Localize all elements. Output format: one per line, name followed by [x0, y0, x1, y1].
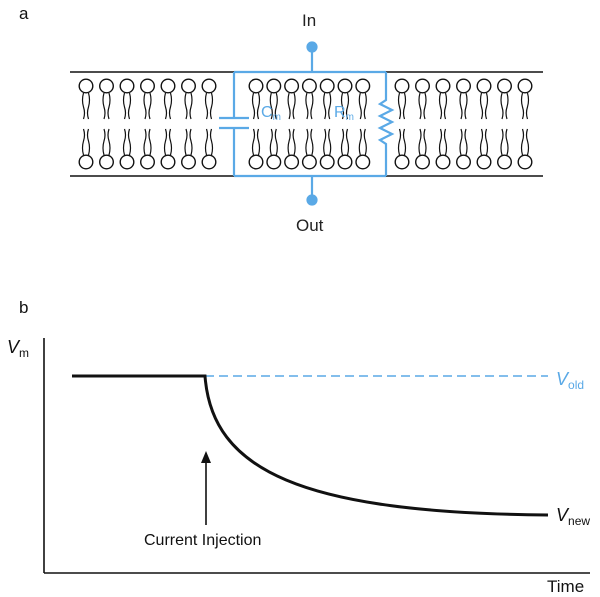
in-terminal	[306, 41, 318, 53]
lipid-molecule	[497, 128, 513, 170]
lipid-molecule	[201, 128, 217, 170]
lipid-molecule	[415, 78, 431, 120]
lipid-molecule	[78, 78, 94, 120]
lipid-molecule	[266, 78, 282, 120]
injection-arrowhead	[201, 451, 211, 463]
lipid-molecule	[301, 78, 317, 120]
lipid-molecule	[266, 128, 282, 170]
v-old-subscript: old	[568, 378, 585, 392]
lipid-molecule	[319, 128, 335, 170]
lipid-molecule	[517, 78, 533, 120]
lipid-molecule	[415, 128, 431, 170]
lipid-molecule	[119, 78, 135, 120]
lipid-molecule	[355, 128, 371, 170]
lipid-molecule	[98, 78, 114, 120]
lipid-molecule	[98, 128, 114, 170]
out-label: Out	[296, 216, 324, 235]
v-old-label: Vold	[556, 369, 584, 392]
lipid-molecule	[201, 78, 217, 120]
lipid-molecule	[160, 128, 176, 170]
panel-a-letter: a	[19, 4, 29, 23]
resistor-label: Rm	[334, 104, 354, 123]
lipid-molecule	[284, 128, 300, 170]
y-axis-symbol: V	[7, 337, 20, 357]
lipid-molecule	[476, 78, 492, 120]
resistor-zigzag	[377, 72, 395, 176]
lipid-molecule	[119, 128, 135, 170]
v-new-subscript: new	[568, 514, 591, 528]
lipid-molecule	[456, 128, 472, 170]
x-axis-label: Time	[547, 577, 585, 596]
y-axis-label: Vm	[7, 337, 29, 360]
lipid-molecule	[180, 128, 196, 170]
lipid-molecule	[248, 128, 264, 170]
current-injection-label: Current Injection	[144, 532, 262, 549]
lipid-molecule	[435, 78, 451, 120]
in-label: In	[302, 11, 317, 30]
v-new-symbol: V	[556, 505, 569, 525]
voltage-plot	[43, 338, 590, 574]
v-new-label: Vnew	[556, 505, 590, 528]
lipid-molecule	[160, 78, 176, 120]
lipid-bilayer	[78, 78, 533, 170]
resistor-symbol: R	[334, 104, 346, 121]
lipid-molecule	[476, 128, 492, 170]
lipid-molecule	[139, 78, 155, 120]
out-terminal	[306, 194, 318, 206]
resistor-subscript: m	[345, 112, 354, 123]
y-axis-subscript: m	[19, 346, 30, 360]
lipid-molecule	[337, 128, 353, 170]
lipid-molecule	[435, 128, 451, 170]
lipid-molecule	[284, 78, 300, 120]
capacitor-label: Cm	[261, 104, 281, 123]
lipid-molecule	[497, 78, 513, 120]
lipid-molecule	[78, 128, 94, 170]
v-old-symbol: V	[556, 369, 569, 389]
membrane-diagram	[70, 71, 543, 177]
lipid-molecule	[180, 78, 196, 120]
capacitor-symbol: C	[261, 104, 273, 121]
lipid-molecule	[394, 78, 410, 120]
v-new-trace	[72, 374, 549, 517]
equivalent-circuit	[219, 41, 395, 206]
lipid-molecule	[301, 128, 317, 170]
lipid-molecule	[456, 78, 472, 120]
lipid-molecule	[355, 78, 371, 120]
lipid-molecule	[139, 128, 155, 170]
capacitor-subscript: m	[272, 112, 281, 123]
lipid-molecule	[337, 78, 353, 120]
lipid-molecule	[248, 78, 264, 120]
lipid-molecule	[394, 128, 410, 170]
panel-b-letter: b	[19, 298, 29, 317]
lipid-molecule	[517, 128, 533, 170]
lipid-molecule	[319, 78, 335, 120]
